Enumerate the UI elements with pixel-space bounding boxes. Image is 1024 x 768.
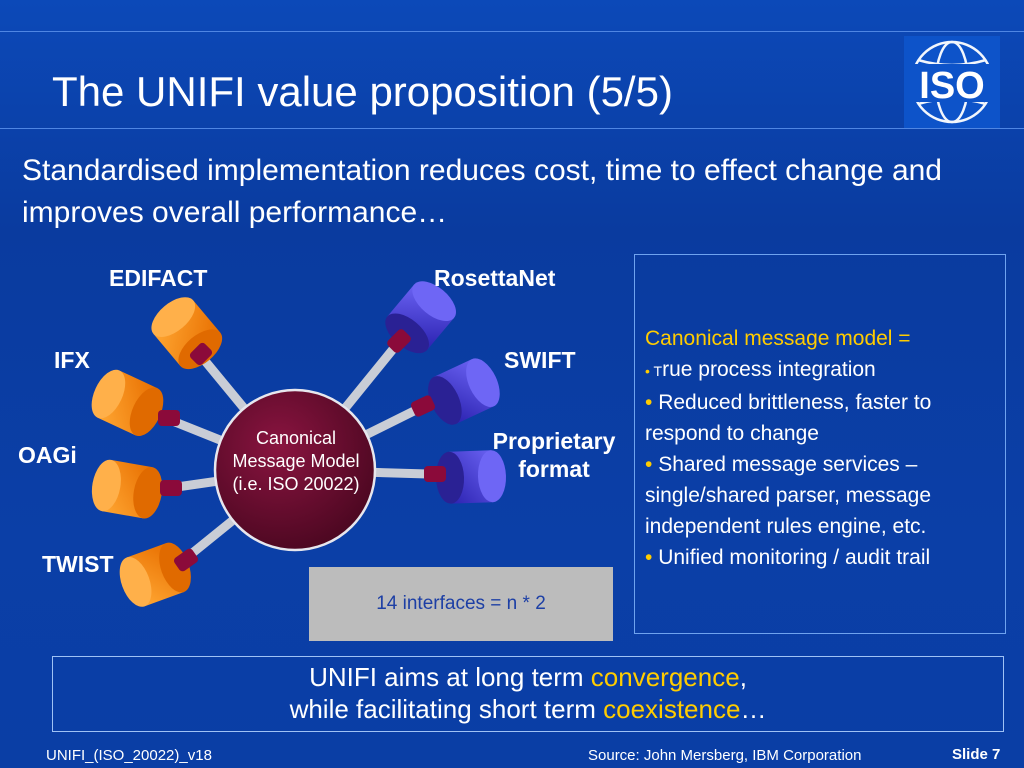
footer-source: Source: John Mersberg, IBM Corporation [588,747,862,764]
benefits-text: Canonical message model = • True process… [645,323,1005,573]
conclusion-text-1a: UNIFI aims at long term [309,662,591,692]
canonical-hub [213,388,377,552]
bullet-2: • Reduced brittleness, faster to respond… [645,387,1005,449]
conclusion-line-2: while facilitating short term coexistenc… [53,693,1003,725]
hub-line-3: (i.e. ISO 20022) [232,474,360,494]
proprietary-line-1: Proprietary [492,428,616,454]
iso-logo-text: ISO [919,65,984,107]
bullet-3: • Shared message services – single/share… [645,449,1005,542]
bullet-1-text: rue process integration [662,358,876,381]
bullet-dot: • [645,546,659,569]
title-rule [0,128,1024,129]
label-edifact: EDIFACT [109,265,208,291]
hub-line-1: Canonical [255,428,337,448]
interfaces-note: 14 interfaces = n * 2 [309,567,613,641]
top-rule [0,31,1024,32]
panel-heading-suffix: = [892,327,911,350]
label-rosettanet: RosettaNet [434,265,556,291]
cylinder-proprietary [424,450,507,504]
bullet-dot: • [645,391,659,414]
conclusion-box: UNIFI aims at long term convergence, whi… [52,656,1004,732]
cylinder-oagi [91,459,182,519]
highlight-coexistence: coexistence [603,694,741,724]
footer-doc-id: UNIFI_(ISO_20022)_v18 [46,747,212,764]
conclusion-text-1b: , [739,662,747,692]
cylinder-twist [119,542,199,607]
highlight-convergence: convergence [590,662,740,692]
label-proprietary: Proprietary format [478,427,630,483]
conclusion-line-1: UNIFI aims at long term convergence, [53,661,1003,693]
lede-text: Standardised implementation reduces cost… [22,154,942,229]
slide-number: Slide 7 [952,746,1001,763]
hub-line-2: Message Model [232,451,360,471]
bullet-dot: • [645,363,654,379]
cylinder-swift [410,358,500,425]
conclusion-text-2b: … [740,694,767,724]
proprietary-line-2: format [518,456,590,482]
label-ifx: IFX [54,347,90,373]
iso-logo: ISO [904,36,1000,128]
bullet-3-text: Shared message services – single/shared … [645,453,931,538]
benefits-panel [634,254,1006,634]
bullet-2-text: Reduced brittleness, faster to respond t… [645,391,932,445]
label-oagi: OAGi [18,442,77,468]
hub-spoke-diagram [91,281,507,607]
bullet-1-first: T [653,363,663,379]
bullet-1: • True process integration [645,354,1005,387]
conclusion-text-2a: while facilitating short term [289,694,604,724]
hub-label: Canonical Message Model (i.e. ISO 20022) [208,427,384,496]
bullet-4: • Unified monitoring / audit trail [645,542,1005,573]
bullet-dot: • [645,453,659,476]
cylinder-ifx [91,369,180,437]
label-swift: SWIFT [504,347,576,373]
bullet-4-text: Unified monitoring / audit trail [658,546,931,569]
cylinder-rosettanet [385,281,456,354]
slide-title: The UNIFI value proposition (5/5) [52,68,673,115]
label-twist: TWIST [42,551,114,577]
panel-heading: Canonical message model = [645,323,1005,354]
cylinder-edifact [151,297,223,370]
panel-heading-text: Canonical message model [645,327,893,350]
